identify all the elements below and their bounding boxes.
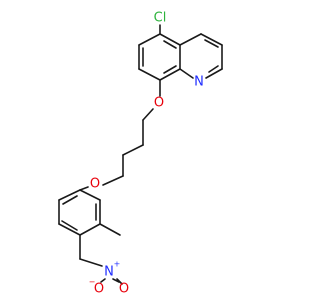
double-bond-6 — [61, 220, 78, 231]
bond-18 — [79, 186, 89, 191]
bond-10 — [205, 68, 223, 79]
bond-17 — [102, 175, 124, 186]
ether-oxygen-phenyl: O — [90, 177, 100, 192]
double-bond-0 — [163, 40, 177, 49]
bond-28 — [100, 278, 106, 283]
bond-22 — [58, 223, 81, 236]
nitro-nitrogen-atom: N — [104, 265, 114, 280]
bond-6 — [138, 33, 161, 46]
bond-layer — [58, 24, 223, 285]
nitro-oxygen-anion: O — [94, 282, 104, 297]
bond-19 — [79, 189, 101, 201]
bond-7 — [179, 33, 202, 46]
bond-13 — [142, 108, 154, 121]
bond-15 — [122, 144, 144, 156]
bond-4 — [138, 68, 161, 81]
bond-8 — [200, 33, 223, 46]
nitro-oxygen-atom: O — [119, 282, 129, 297]
bond-24 — [58, 189, 81, 201]
quinoline-nitrogen-atom: N — [194, 75, 204, 90]
chlorine-atom: Cl — [154, 11, 167, 26]
double-bond-7 — [62, 195, 78, 205]
double-bond-8 — [116, 278, 123, 285]
atom-label-layer: Cl N O O N + O − O — [89, 11, 204, 297]
double-bond-1 — [163, 65, 177, 74]
bond-27 — [79, 258, 103, 267]
nitro-oxygen-anion-charge: − — [89, 278, 96, 287]
bond-1 — [159, 33, 181, 46]
double-bond-4 — [208, 65, 219, 73]
double-bond-3 — [204, 39, 219, 48]
nitro-nitrogen-charge: + — [114, 260, 121, 269]
molecule-structure: Cl N O O N + O − O — [58, 11, 223, 297]
ether-oxygen-quinoline: O — [154, 96, 164, 111]
bond-3 — [159, 68, 181, 81]
bond-21 — [79, 223, 101, 236]
bond-11 — [179, 68, 194, 79]
bond-25 — [99, 223, 121, 236]
bond-29 — [112, 278, 120, 283]
